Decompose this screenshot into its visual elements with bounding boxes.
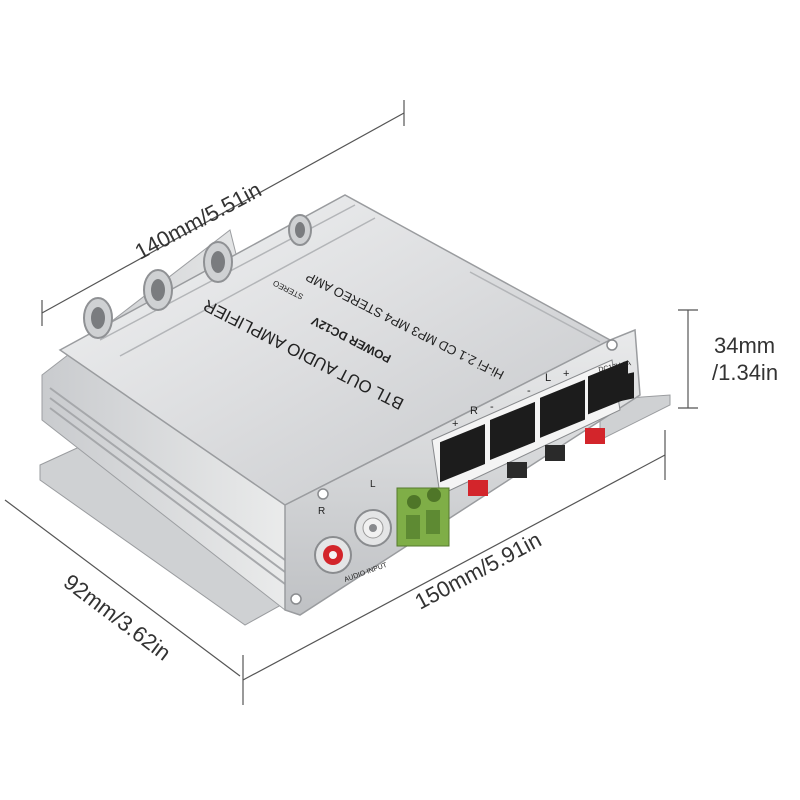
label-minus-1: - bbox=[490, 401, 494, 413]
speaker-terminals: R L + - - + bbox=[431, 359, 628, 496]
label-minus-2: - bbox=[527, 385, 531, 397]
dimension-height-mm: 34mm bbox=[714, 333, 775, 358]
screws bbox=[290, 339, 618, 605]
rear-knobs bbox=[83, 214, 312, 339]
terminal-tab-black-1 bbox=[507, 462, 527, 478]
dimension-lines bbox=[4, 100, 698, 705]
power-terminal bbox=[396, 487, 450, 547]
dimension-height-in: /1.34in bbox=[712, 360, 778, 385]
label-channel-r: R bbox=[470, 405, 478, 417]
label-rca-l: L bbox=[370, 479, 376, 490]
dc-jack: DC12V 3A bbox=[598, 360, 634, 406]
terminal-tab-red-1 bbox=[468, 480, 488, 496]
label-plus-2: + bbox=[563, 368, 569, 380]
terminal-2 bbox=[490, 401, 535, 461]
label-plus-1: + bbox=[452, 418, 458, 430]
terminal-tab-red-2 bbox=[585, 428, 605, 444]
terminal-tab-black-2 bbox=[545, 445, 565, 461]
label-channel-l: L bbox=[545, 372, 551, 384]
terminal-3 bbox=[540, 379, 585, 438]
terminal-1 bbox=[440, 424, 485, 483]
side-fins bbox=[49, 387, 286, 585]
label-rca-r: R bbox=[318, 506, 325, 517]
